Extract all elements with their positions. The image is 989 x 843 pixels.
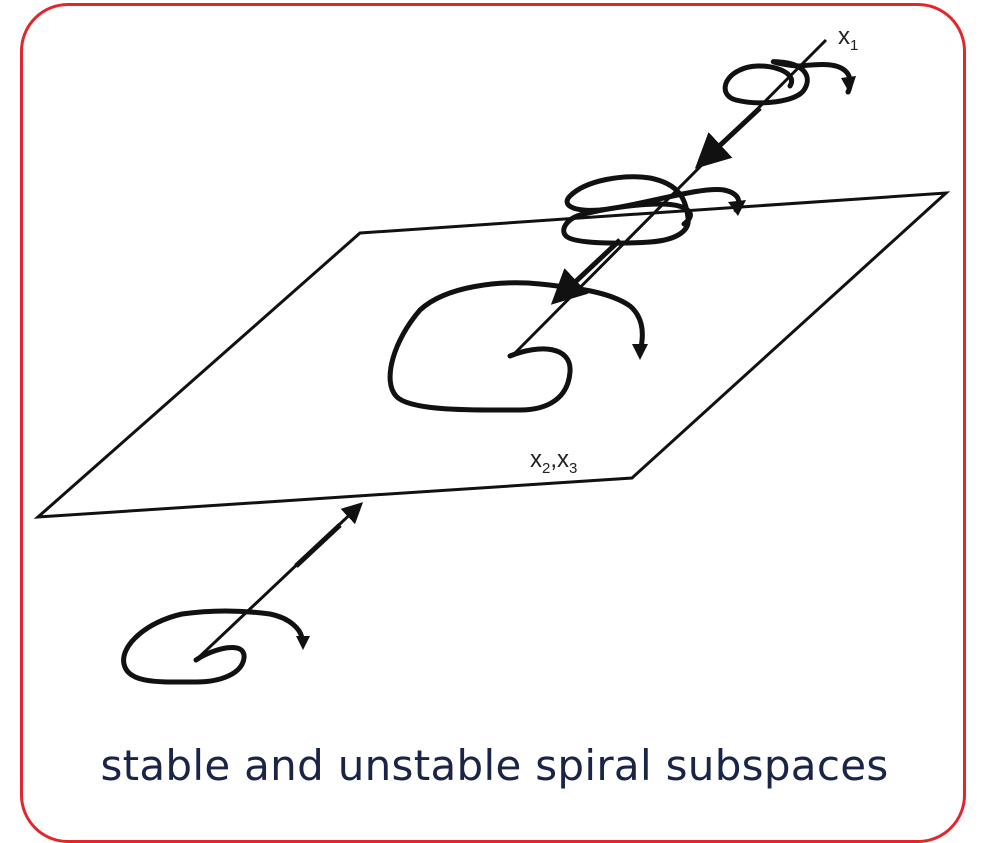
- x1-axis-arrow-middle: [550, 238, 622, 305]
- spiral-in-plane-arrow: [632, 344, 648, 360]
- spiral-top-arrow: [841, 76, 856, 94]
- x1-axis-label: x1: [838, 23, 858, 54]
- spiral-in-plane: [387, 280, 645, 413]
- spiral-top: [722, 59, 853, 106]
- x2-x3-plane-label: x2,x3: [530, 446, 577, 477]
- figure-frame: [20, 3, 966, 843]
- x1-axis-arrow-upper: [694, 106, 762, 169]
- spiral-middle-arrow: [728, 200, 746, 216]
- spiral-middle: [561, 174, 742, 246]
- stable-plane-x2-x3: [33, 191, 951, 519]
- spiral-bottom: [121, 608, 305, 685]
- spiral-bottom-arrow: [296, 636, 310, 650]
- figure-caption: stable and unstable spiral subspaces: [100, 741, 889, 790]
- lower-axis-arrow-segment: [294, 523, 342, 568]
